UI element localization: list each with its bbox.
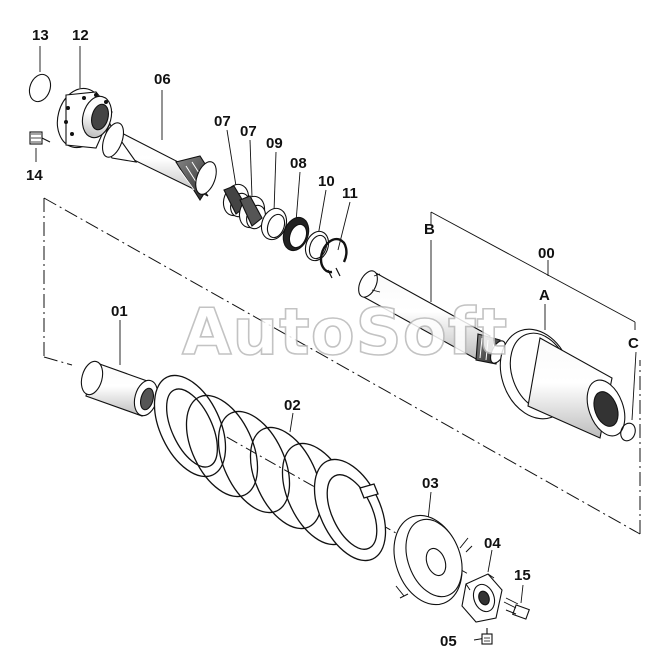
o-ring-C bbox=[620, 422, 636, 442]
label-07a: 07 bbox=[214, 113, 231, 130]
label-13: 13 bbox=[32, 27, 49, 44]
label-07b: 07 bbox=[240, 123, 257, 140]
coil-spring-02 bbox=[153, 374, 387, 562]
label-03: 03 bbox=[422, 475, 439, 492]
watermark-text: AutoSoft bbox=[181, 295, 509, 371]
label-05: 05 bbox=[440, 633, 457, 650]
label-02: 02 bbox=[284, 397, 301, 414]
label-14: 14 bbox=[26, 167, 43, 184]
flange-housing-12 bbox=[56, 87, 113, 149]
nut-04 bbox=[461, 573, 503, 623]
label-10: 10 bbox=[318, 173, 335, 190]
label-15: 15 bbox=[514, 567, 531, 584]
grease-screw-14 bbox=[29, 131, 51, 145]
bolt-15 bbox=[503, 597, 530, 620]
label-B: B bbox=[424, 221, 435, 238]
label-06: 06 bbox=[154, 71, 171, 88]
snap-ring-11 bbox=[319, 237, 348, 279]
label-12: 12 bbox=[72, 27, 89, 44]
label-09: 09 bbox=[266, 135, 283, 152]
label-11: 11 bbox=[342, 185, 358, 202]
screw-05 bbox=[481, 628, 493, 645]
label-01: 01 bbox=[111, 303, 128, 320]
bushing-07b bbox=[238, 195, 266, 230]
label-A: A bbox=[539, 287, 550, 304]
spring-plate-03 bbox=[393, 514, 473, 606]
ring-09 bbox=[260, 207, 288, 241]
bracket-A bbox=[499, 328, 626, 439]
sleeve-01 bbox=[80, 360, 159, 417]
label-04: 04 bbox=[484, 535, 501, 552]
label-C: C bbox=[628, 335, 639, 352]
label-00: 00 bbox=[538, 245, 555, 262]
label-08: 08 bbox=[290, 155, 307, 172]
o-ring-13 bbox=[28, 73, 52, 103]
pin-B bbox=[358, 270, 506, 365]
seal-08 bbox=[282, 216, 310, 252]
leader-lines bbox=[35, 46, 637, 641]
shaft-06 bbox=[101, 122, 217, 202]
